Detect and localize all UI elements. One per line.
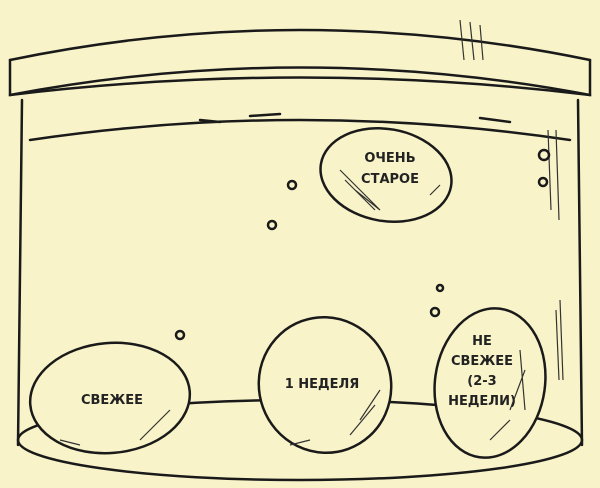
egg-label: НЕДЕЛИ) bbox=[448, 394, 516, 409]
egg-label: (2-3 bbox=[467, 374, 496, 389]
egg-label: НЕ bbox=[472, 334, 492, 349]
egg-not-fresh: НЕ СВЕЖЕЕ (2-3 НЕДЕЛИ) bbox=[433, 307, 547, 459]
egg-label: СВЕЖЕЕ bbox=[81, 393, 143, 408]
egg-label: СТАРОЕ bbox=[361, 172, 419, 187]
egg-one-week: 1 НЕДЕЛЯ bbox=[257, 315, 393, 455]
egg-label: СВЕЖЕЕ bbox=[451, 354, 513, 369]
egg-very-old: ОЧЕНЬ СТАРОЕ bbox=[319, 127, 453, 223]
pot bbox=[8, 19, 592, 482]
egg-fresh: СВЕЖЕЕ bbox=[28, 341, 192, 455]
egg-label: 1 НЕДЕЛЯ bbox=[285, 377, 360, 392]
egg-label: ОЧЕНЬ bbox=[364, 151, 415, 166]
bubbles bbox=[174, 148, 551, 341]
